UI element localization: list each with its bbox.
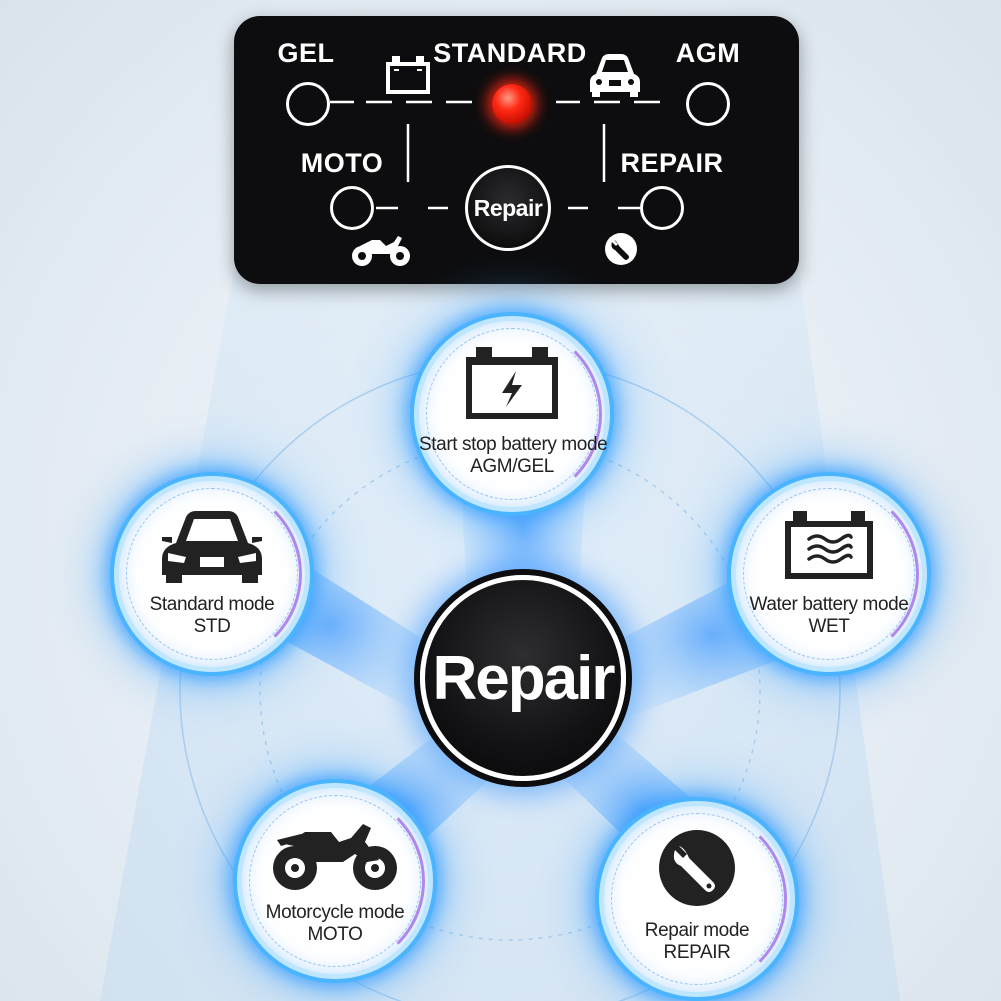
battery-icon bbox=[386, 56, 430, 94]
moto-label: MOTO bbox=[300, 148, 384, 178]
mode-code: AGM/GEL bbox=[470, 456, 554, 477]
repair-label: REPAIR bbox=[620, 148, 724, 178]
mode-start-stop: Start stop battery mode AGM/GEL bbox=[419, 321, 608, 507]
standard-indicator bbox=[492, 84, 532, 124]
car-front-icon bbox=[162, 511, 262, 583]
agm-indicator bbox=[686, 82, 730, 126]
bubble-accent bbox=[245, 791, 425, 971]
battery-bolt-icon bbox=[466, 347, 558, 419]
wrench-icon bbox=[659, 830, 735, 906]
motorcycle-icon bbox=[273, 824, 397, 890]
mode-name: Water battery mode bbox=[749, 594, 909, 615]
battery-wave-icon bbox=[785, 511, 873, 579]
bubble-accent bbox=[122, 484, 302, 664]
bubble-accent bbox=[607, 809, 787, 989]
motorcycle-icon bbox=[352, 236, 410, 266]
bubble-accent bbox=[739, 484, 919, 664]
mode-motorcycle: Motorcycle mode MOTO bbox=[242, 788, 428, 974]
bubble-accent bbox=[422, 324, 602, 504]
agm-label: AGM bbox=[675, 38, 741, 68]
gel-label: GEL bbox=[277, 38, 335, 68]
mode-code: MOTO bbox=[307, 924, 363, 945]
mode-name: Start stop battery mode bbox=[419, 434, 608, 455]
mode-repair: Repair mode REPAIR bbox=[604, 806, 790, 992]
mode-name: Standard mode bbox=[149, 594, 275, 615]
repair-button[interactable]: Repair bbox=[420, 575, 626, 781]
panel-connector-lines bbox=[330, 100, 660, 210]
mode-name: Repair mode bbox=[644, 920, 750, 941]
control-panel: GEL STANDARD AGM MOTO REPAIR Repa bbox=[234, 16, 799, 284]
gel-indicator bbox=[286, 82, 330, 126]
standard-label: STANDARD bbox=[433, 38, 587, 68]
moto-indicator bbox=[330, 186, 374, 230]
mode-code: STD bbox=[193, 616, 231, 637]
mode-name: Motorcycle mode bbox=[265, 902, 405, 923]
wrench-icon bbox=[605, 233, 637, 265]
mode-standard: Standard mode STD bbox=[119, 481, 305, 667]
car-icon bbox=[590, 54, 640, 97]
panel-repair-button[interactable]: Repair bbox=[465, 165, 551, 251]
mode-code: REPAIR bbox=[663, 942, 731, 963]
mode-water-battery: Water battery mode WET bbox=[736, 481, 922, 667]
mode-code: WET bbox=[808, 616, 850, 637]
repair-indicator bbox=[640, 186, 684, 230]
